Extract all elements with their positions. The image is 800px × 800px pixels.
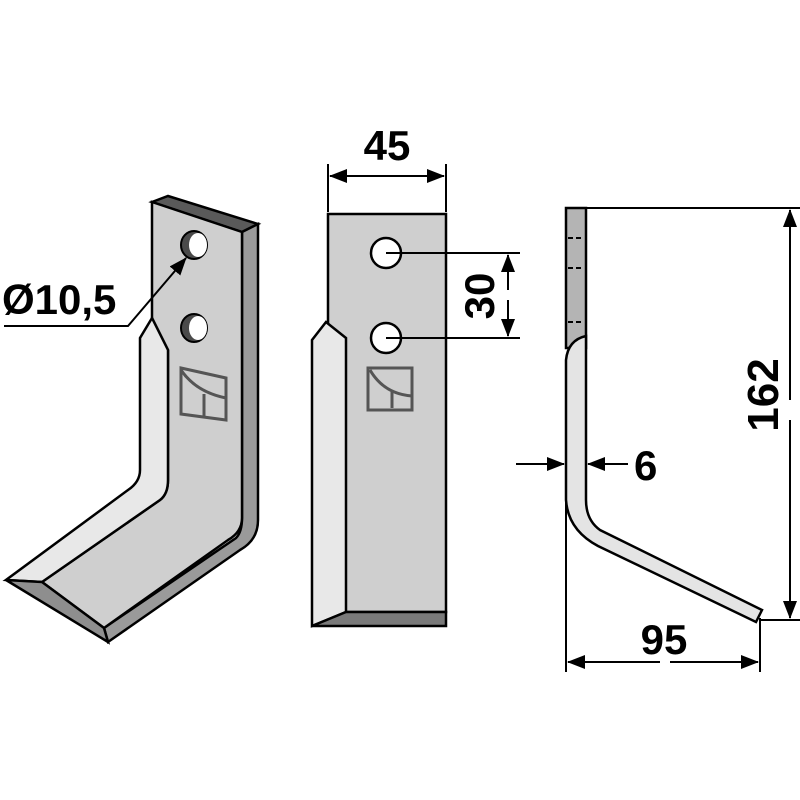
hole-upper (180, 230, 208, 260)
side-bent-section (564, 334, 764, 624)
perspective-view: Ø10,5 (2, 194, 262, 645)
logo-icon (179, 366, 228, 422)
width-label: 45 (364, 122, 411, 169)
front-view: 45 30 (310, 122, 520, 628)
cutting-edge (5, 578, 111, 645)
front-bevel (310, 320, 348, 628)
front-face (326, 212, 448, 614)
height-label: 162 (739, 358, 788, 431)
thickness-label: 6 (634, 442, 657, 489)
hole-spacing-label: 30 (456, 273, 503, 320)
front-bottom-edge (311, 610, 448, 628)
side-shank (564, 206, 588, 350)
side-view: 162 6 95 (516, 206, 800, 672)
front-logo-icon (366, 366, 414, 412)
hole-diameter-label: Ø10,5 (2, 276, 116, 323)
hole-lower (180, 313, 208, 343)
offset-label: 95 (641, 616, 688, 663)
diameter-leader (4, 257, 187, 327)
